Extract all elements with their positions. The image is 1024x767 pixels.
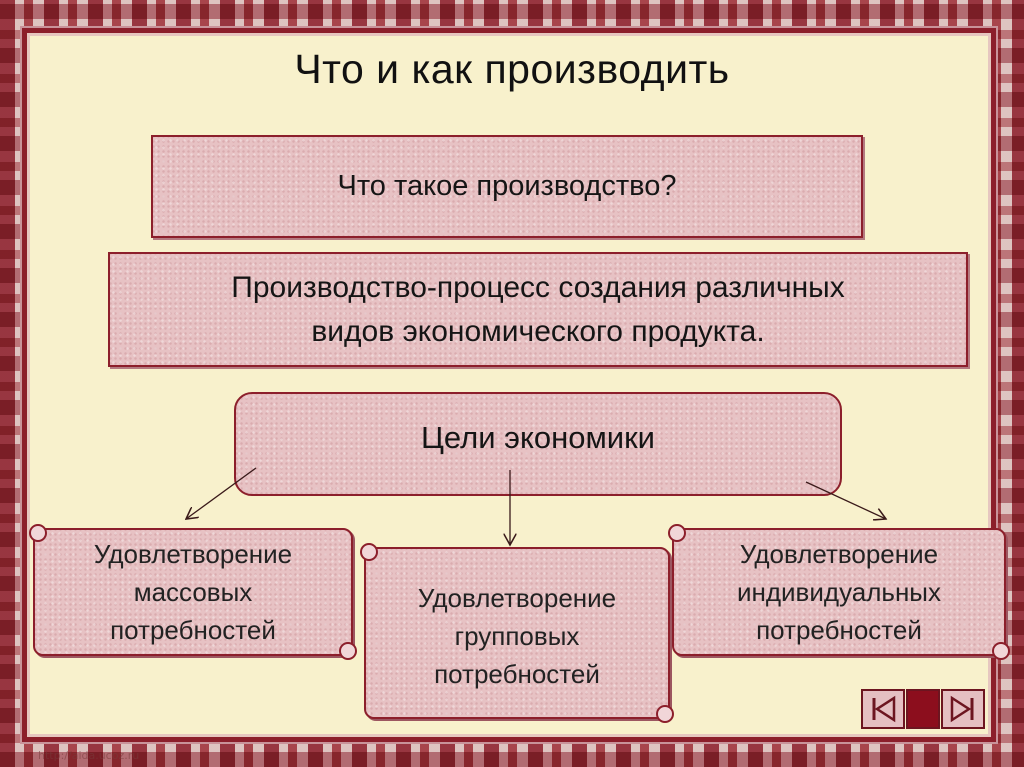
skip-to-last-icon (950, 695, 974, 723)
economy-goals-title: Цели экономики (421, 420, 655, 455)
stop-button[interactable] (906, 689, 940, 729)
goal-line: Удовлетворение (417, 583, 617, 613)
goal-scroll-mass: Удовлетворение массовых потребностей (29, 524, 357, 660)
last-slide-button[interactable] (941, 689, 985, 729)
goal-scroll-group: Удовлетворение групповых потребностей (360, 543, 674, 723)
economy-goals-box: Цели экономики (234, 392, 842, 496)
goal-line: массовых (133, 577, 253, 607)
slide-title: Что и как производить (294, 46, 730, 92)
skip-to-first-icon (872, 695, 896, 723)
goal-line: Удовлетворение (739, 539, 939, 569)
watermark: http://aida.ucoz.ru (38, 749, 140, 762)
definition-line-1: Производство-процесс создания различных (231, 270, 845, 304)
goal-line: потребностей (756, 615, 922, 645)
question-text: Что такое производство? (337, 170, 677, 202)
question-box: Что такое производство? (151, 135, 863, 238)
goal-line: Удовлетворение (93, 539, 293, 569)
goal-scroll-individual: Удовлетворение индивидуальных потребност… (668, 524, 1010, 660)
stop-icon (916, 702, 930, 716)
first-slide-button[interactable] (861, 689, 905, 729)
goal-line: групповых (454, 621, 580, 651)
goal-line: потребностей (434, 659, 600, 689)
goal-line: индивидуальных (736, 577, 941, 607)
definition-box: Производство-процесс создания различных … (108, 252, 968, 367)
goal-line: потребностей (110, 615, 276, 645)
definition-line-2: видов экономического продукта. (311, 314, 765, 348)
